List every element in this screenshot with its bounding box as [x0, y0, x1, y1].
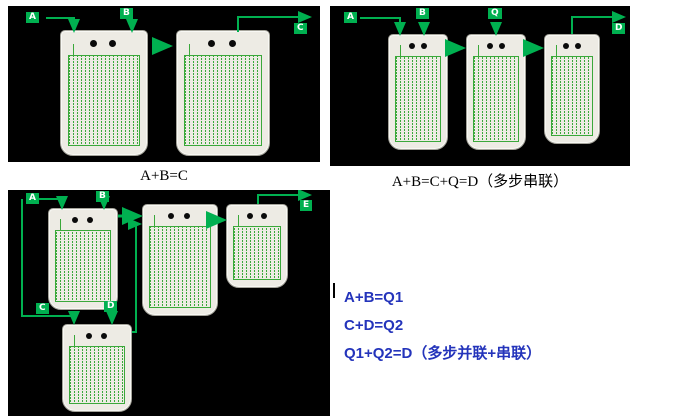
flow-label-c: C	[36, 303, 49, 314]
inlet-hole	[184, 213, 191, 219]
serpentine-channel	[68, 44, 140, 146]
chip	[142, 204, 218, 316]
chip	[466, 34, 526, 150]
serpentine-channel	[69, 335, 125, 404]
serpentine-channel	[395, 45, 441, 142]
flow-label-b: B	[120, 8, 133, 19]
flow-lines	[46, 11, 312, 55]
text-cursor[interactable]	[333, 283, 335, 298]
flow-line-a	[38, 196, 68, 210]
inlet-hole	[90, 40, 98, 47]
flow-line-e-out	[257, 190, 312, 204]
flow-label-b: B	[416, 8, 429, 19]
chip	[226, 204, 288, 288]
flow-line-a	[360, 17, 406, 36]
inlet-hole	[499, 43, 506, 49]
panel-multi-series: A B Q D	[330, 6, 630, 166]
notes-block: A+B=Q1 C+D=Q2 Q1+Q2=D（多步并联+串联）	[344, 284, 541, 368]
serpentine-channel	[551, 45, 593, 136]
note-line: A+B=Q1	[344, 289, 404, 306]
inlet-hole	[247, 213, 254, 219]
inlet-hole	[260, 213, 267, 219]
panel-two-step: A B C	[8, 6, 320, 162]
flow-line-c	[46, 311, 80, 325]
inlet-hole	[486, 43, 493, 49]
inlet-hole	[228, 40, 236, 47]
serpentine-channel	[55, 219, 111, 302]
flow-line-bottom-to-mid	[128, 218, 142, 333]
flow-line-d-out	[571, 11, 626, 34]
caption-multi-series: A+B=C+Q=D（多步串联）	[391, 174, 569, 190]
caption-two-step: A+B=C	[140, 168, 188, 184]
flow-label-d: D	[612, 23, 626, 34]
inlet-hole	[563, 43, 570, 49]
flow-label-b: B	[96, 191, 109, 202]
note-line: Q1+Q2=D（多步并联+串联）	[344, 345, 542, 362]
inlet-hole	[109, 40, 117, 47]
chip	[62, 324, 132, 412]
chip	[176, 30, 270, 156]
flow-line-left-trunk	[21, 199, 46, 317]
serpentine-channel	[149, 215, 211, 308]
inlet-hole	[168, 213, 175, 219]
flow-label-c: C	[294, 23, 307, 34]
flow-line-a	[46, 17, 80, 33]
inlet-hole	[575, 43, 582, 49]
chip	[388, 34, 448, 150]
flow-lines	[21, 190, 312, 333]
flow-lines	[360, 11, 626, 57]
flow-label-a: A	[26, 193, 39, 204]
chip	[544, 34, 600, 144]
serpentine-channel	[184, 44, 262, 146]
inlet-hole	[86, 333, 93, 339]
inlet-hole	[408, 43, 415, 49]
panel-parallel-series: A B C D E	[8, 190, 330, 416]
chip	[60, 30, 148, 156]
flow-label-a: A	[344, 12, 357, 23]
serpentine-channel	[233, 215, 281, 280]
inlet-hole	[421, 43, 428, 49]
inlet-hole	[72, 217, 79, 223]
flow-label-e: E	[300, 200, 313, 211]
note-line: C+D=Q2	[344, 317, 404, 334]
chip	[48, 208, 118, 310]
inlet-hole	[208, 40, 216, 47]
flow-label-d: D	[104, 301, 118, 312]
flow-line-c-out	[237, 11, 312, 32]
inlet-hole	[101, 333, 108, 339]
flow-label-a: A	[26, 12, 39, 23]
flow-label-q: Q	[488, 8, 502, 19]
serpentine-channel	[473, 45, 519, 142]
inlet-hole	[87, 217, 94, 223]
